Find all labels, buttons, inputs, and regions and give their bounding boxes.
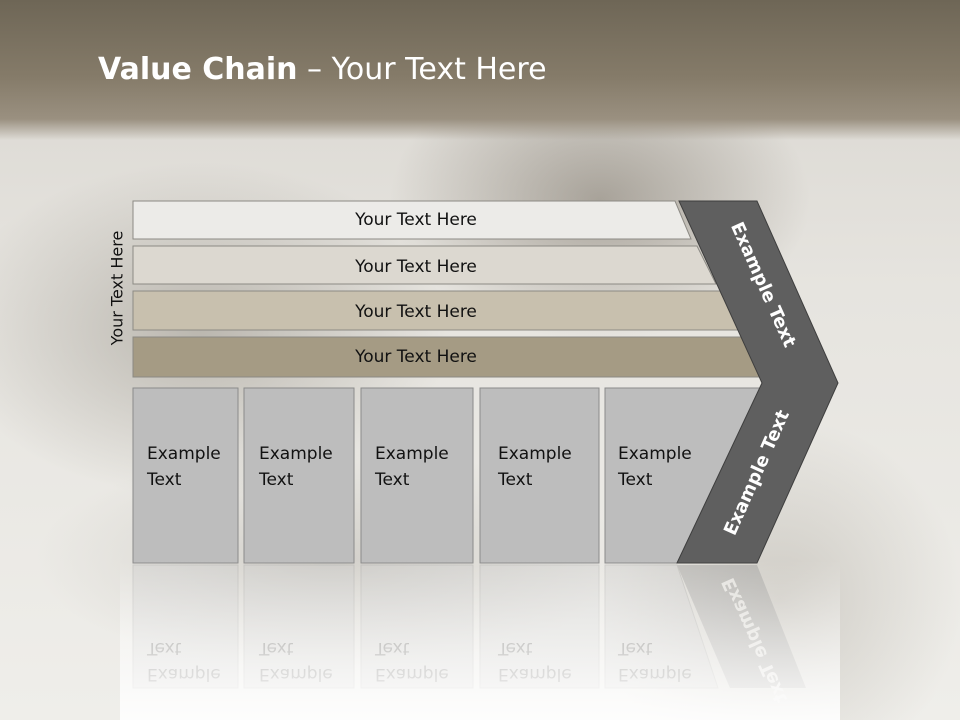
column-line1-4: Example bbox=[498, 444, 572, 464]
row-bar-1[interactable] bbox=[132, 200, 692, 240]
column-line1-1: Example bbox=[147, 444, 221, 464]
reflection-fade bbox=[120, 560, 840, 720]
title-rest: – Your Text Here bbox=[297, 52, 547, 87]
column-box-1[interactable] bbox=[132, 387, 239, 564]
column-line2-1: Text bbox=[146, 470, 182, 490]
column-box-4[interactable] bbox=[479, 387, 600, 564]
row-label-3: Your Text Here bbox=[354, 302, 477, 322]
column-box-3[interactable] bbox=[360, 387, 474, 564]
column-box-2[interactable] bbox=[243, 387, 355, 564]
column-line1-3: Example bbox=[375, 444, 449, 464]
title-bold: Value Chain bbox=[98, 52, 298, 87]
column-line2-5: Text bbox=[617, 470, 653, 490]
slide-title: Value Chain – Your Text Here bbox=[98, 52, 547, 87]
column-line1-5: Example bbox=[618, 444, 692, 464]
row-label-1: Your Text Here bbox=[354, 210, 477, 230]
row-label-4: Your Text Here bbox=[354, 347, 477, 367]
column-line2-3: Text bbox=[374, 470, 410, 490]
column-line2-4: Text bbox=[497, 470, 533, 490]
header-band bbox=[0, 0, 960, 140]
column-line2-2: Text bbox=[258, 470, 294, 490]
row-bar-2[interactable] bbox=[132, 245, 717, 285]
column-line1-2: Example bbox=[259, 444, 333, 464]
row-label-2: Your Text Here bbox=[354, 257, 477, 277]
